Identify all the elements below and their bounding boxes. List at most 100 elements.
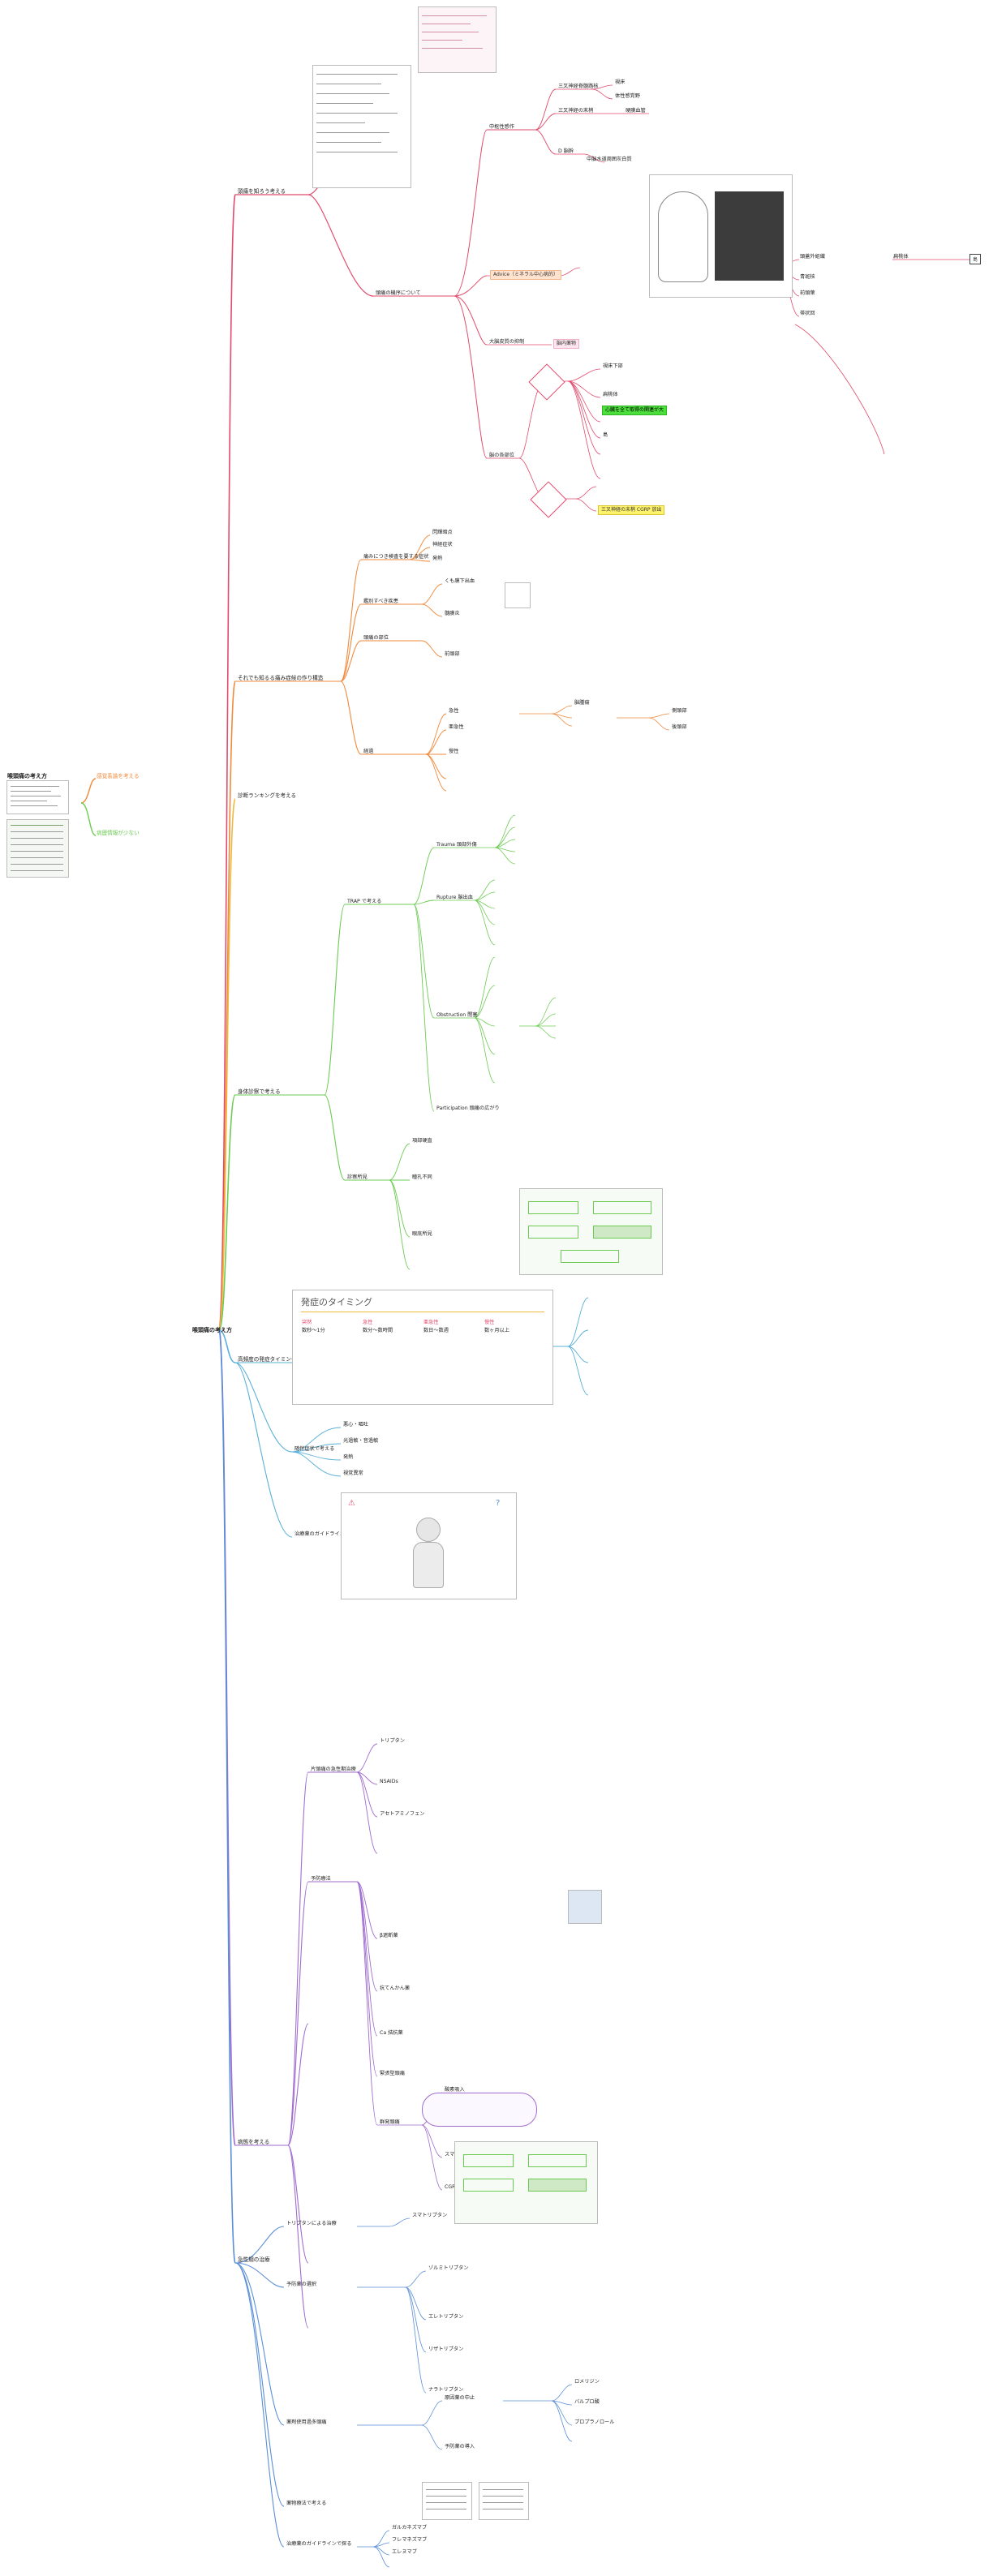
right-node-2: 青斑核 <box>800 274 815 280</box>
bottom-node-2[interactable]: 予防薬の選択 <box>286 2282 317 2287</box>
bottom-node-1b: ゾルミトリプタン <box>428 2265 469 2271</box>
treat-node-2c: Ca 拮抗薬 <box>380 2030 403 2036</box>
level1-ranking[interactable]: 診断ランキングを考える <box>238 792 297 799</box>
left-branch-1[interactable]: 感覚系論を考える <box>97 773 140 779</box>
mid-node-3a: 前頭部 <box>445 651 460 657</box>
level1-top[interactable]: 頭痛を知ろう考える <box>238 188 286 195</box>
exam-node-participation[interactable]: Participation 頭痛の広がり <box>436 1106 500 1111</box>
exam-node-trap[interactable]: TRAP で考える <box>347 899 382 904</box>
treat-node-1[interactable]: 片頭痛の急性期治療 <box>311 1767 356 1772</box>
left-preview-title: 喉頭痛の考え方 <box>7 773 47 779</box>
top-node-6b: 扁桃体 <box>603 392 618 397</box>
exam-node-findings[interactable]: 診察所見 <box>347 1174 368 1180</box>
mid-node-1c: 発熱 <box>432 556 443 561</box>
timing-col-2-sub: 数分〜数時間 <box>363 1328 393 1333</box>
tag-advice: Advice（ミネラル中心病的） <box>490 270 562 280</box>
mid-node-3[interactable]: 頭痛の部位 <box>363 635 389 641</box>
treat-node-2[interactable]: 予防療法 <box>311 1876 331 1882</box>
symptom-2: 光過敏・音過敏 <box>343 1438 379 1444</box>
symptom-4: 視覚異常 <box>343 1470 363 1476</box>
mid-node-4a: 急性 <box>449 708 459 714</box>
timing-col-3-sub: 数日〜数週 <box>423 1328 449 1333</box>
top-stomach-image <box>418 6 497 73</box>
top-node-2c: 体性感覚野 <box>615 93 640 99</box>
bottom-flow-figure <box>454 2141 598 2224</box>
top-node-2[interactable]: 中枢性感作 <box>489 124 514 130</box>
treat-node-1b: NSAIDs <box>380 1779 398 1784</box>
top-node-1[interactable]: 頭痛の機序について <box>376 290 421 296</box>
level1-treat[interactable]: 病態を考える <box>238 2139 270 2145</box>
flow-box-2 <box>593 1201 651 1214</box>
mid-node-4[interactable]: 経過 <box>363 749 374 754</box>
top-diagram-image <box>312 65 411 188</box>
treat-node-4a: 酸素吸入 <box>445 2087 465 2093</box>
mid-node-2a: くも膜下出血 <box>445 578 475 584</box>
bottom-node-3b: 予防薬の導入 <box>445 2444 475 2449</box>
bottom-table-1 <box>422 2482 472 2520</box>
top-node-3a: 硬膜血管 <box>626 108 646 114</box>
left-preview-note <box>6 780 69 814</box>
left-branch-2[interactable]: 病歴情報が少ない <box>97 830 140 836</box>
level1-mid[interactable]: それでも知るる痛み症候の作り構造 <box>238 675 324 681</box>
mid-node-5c: 後頭部 <box>672 724 687 730</box>
bottom-node-4[interactable]: 薬物療法で考える <box>286 2501 327 2506</box>
flow-box-4 <box>593 1226 651 1239</box>
person-head <box>416 1518 441 1542</box>
symptom-title[interactable]: 随伴症状で考える <box>294 1446 335 1452</box>
bottom-node-5[interactable]: 治療薬のガイドラインで探る <box>286 2541 352 2547</box>
bottom-node-3[interactable]: 薬剤使用過多頭痛 <box>286 2419 327 2425</box>
treat-node-4[interactable]: 群発頭痛 <box>380 2119 400 2125</box>
right-node-4: 帯状回 <box>800 311 815 316</box>
top-node-2a: 三叉神経脊髄路核 <box>558 84 599 89</box>
exam-node-obstruction[interactable]: Obstruction 閉塞 <box>436 1012 478 1018</box>
level1-exam[interactable]: 身体診察で考える <box>238 1088 281 1095</box>
bottom-table-2 <box>479 2482 529 2520</box>
treat-image <box>568 1890 602 1924</box>
treat-node-3[interactable]: 緊張型頭痛 <box>380 2071 405 2076</box>
bflow-box-1 <box>463 2154 514 2167</box>
top-node-6[interactable]: 脳の各部位 <box>489 453 514 458</box>
right-node-3: 前頭葉 <box>800 290 815 296</box>
flow-box-1 <box>528 1201 578 1214</box>
alert-icon: ⚠ <box>348 1499 355 1508</box>
timing-col-3: 亜急性 <box>423 1320 439 1325</box>
level1-timing[interactable]: 高頻度の発症タイミングで考える <box>238 1356 318 1363</box>
mid-node-5a: 脳腫瘍 <box>574 700 590 706</box>
timing-col-4-sub: 数ヶ月以上 <box>484 1328 509 1333</box>
bottom-node-1a: スマトリプタン <box>412 2213 448 2218</box>
treat-ellipse <box>422 2093 537 2127</box>
top-node-6c: 島 <box>603 432 608 438</box>
bottom-node-5a: ガルカネズマブ <box>392 2525 428 2531</box>
bflow-box-3 <box>463 2179 514 2192</box>
treat-node-1a: トリプタン <box>380 1738 405 1744</box>
person-body <box>413 1542 444 1588</box>
exam-node-trauma[interactable]: Trauma 頭部外傷 <box>436 842 477 848</box>
mid-node-2[interactable]: 鑑別すべき疾患 <box>363 599 398 604</box>
level1-bottom[interactable]: 急性期の治療 <box>238 2256 270 2263</box>
mid-node-1a: 閃輝暗点 <box>432 530 453 535</box>
left-preview-table <box>6 819 69 878</box>
top-node-5[interactable]: 大脳皮質の抑制 <box>489 339 525 345</box>
timing-card: 発症のタイミング 突然 数秒〜1分 急性 数分〜数時間 亜急性 数日〜数週 慢性… <box>292 1290 553 1405</box>
right-badge: 島 <box>969 254 982 264</box>
timing-col-4: 慢性 <box>484 1320 495 1325</box>
mid-node-1[interactable]: 痛みにつき検査を要する症状 <box>363 554 429 560</box>
top-node-3: 三叉神経の末梢 <box>558 108 594 114</box>
brain-sketch <box>658 191 708 282</box>
mid-node-1b: 神経症状 <box>432 542 453 547</box>
bottom-node-1d: リザトリプタン <box>428 2346 464 2352</box>
bottom-node-2a: ロメリジン <box>574 2379 600 2385</box>
bottom-node-1e: ナラトリプタン <box>428 2387 464 2393</box>
right-node-1: 頭蓋外組織 <box>800 254 825 260</box>
right-node-5: 扁桃体 <box>893 254 909 260</box>
top-node-4: D 脳幹 <box>558 148 574 154</box>
bottom-node-1[interactable]: トリプタンによる治療 <box>286 2221 337 2226</box>
treat-node-2a: β遮断薬 <box>380 1933 398 1938</box>
flow-box-3 <box>528 1226 578 1239</box>
exam-node-rupture[interactable]: Rupture 脳出血 <box>436 895 473 900</box>
exam-flow-figure <box>519 1188 663 1275</box>
root-node[interactable]: 喉頭痛の考え方 <box>192 1327 232 1333</box>
guideline-title[interactable]: 治療薬のガイドラインで探る <box>294 1531 360 1537</box>
question-icon: ? <box>496 1499 501 1508</box>
exam-node-f2: 瞳孔不同 <box>412 1174 432 1180</box>
